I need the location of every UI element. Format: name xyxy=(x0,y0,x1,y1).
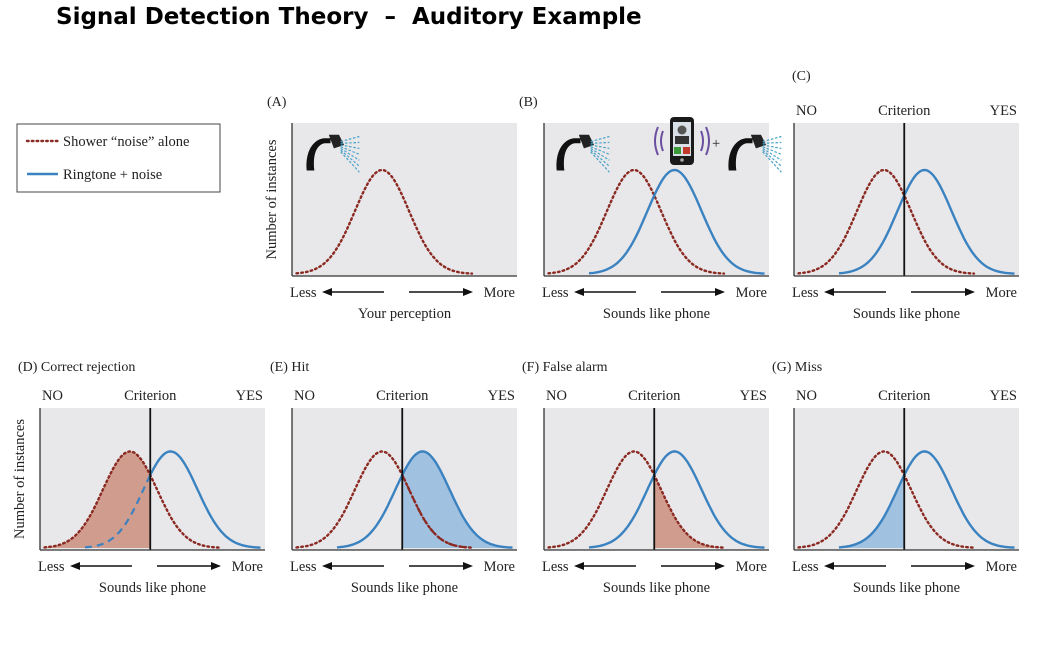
no-label: NO xyxy=(796,103,817,119)
plot-area xyxy=(794,123,1019,276)
y-axis-label: Number of instances xyxy=(264,139,280,259)
y-axis-label: Number of instances xyxy=(12,419,28,539)
right-arrowhead xyxy=(463,288,473,296)
right-arrowhead xyxy=(211,562,221,570)
legend-box xyxy=(16,123,221,193)
yes-label: YES xyxy=(740,388,767,404)
shower-icon xyxy=(306,134,360,173)
shaded-region-false-alarm xyxy=(654,475,724,548)
signal-distribution xyxy=(588,450,765,549)
shower-icon xyxy=(556,134,610,173)
more-label: More xyxy=(986,285,1017,301)
more-label: More xyxy=(736,559,767,575)
plus-sign: + xyxy=(712,136,720,152)
noise-distribution xyxy=(547,168,726,275)
x-axis-label: Sounds like phone xyxy=(853,580,960,596)
panel-label: (E) Hit xyxy=(270,360,309,375)
left-arrowhead xyxy=(322,562,332,570)
legend-noise-label: Shower “noise” alone xyxy=(63,134,189,150)
panel-label: (C) xyxy=(792,69,811,84)
less-label: Less xyxy=(290,285,317,301)
x-axis-label: Sounds like phone xyxy=(351,580,458,596)
more-label: More xyxy=(986,559,1017,575)
panel-label: (F) False alarm xyxy=(522,360,608,375)
left-arrowhead xyxy=(824,562,834,570)
criterion-label: Criterion xyxy=(878,388,931,404)
criterion-label: Criterion xyxy=(628,388,681,404)
panel-label: (D) Correct rejection xyxy=(18,360,135,375)
shaded-region-miss xyxy=(839,475,905,548)
left-arrowhead xyxy=(824,288,834,296)
left-arrowhead xyxy=(574,288,584,296)
signal-distribution xyxy=(336,450,513,549)
criterion-label: Criterion xyxy=(376,388,429,404)
x-axis-label: Your perception xyxy=(358,306,452,322)
noise-distribution xyxy=(295,168,474,275)
less-label: Less xyxy=(38,559,65,575)
x-axis-label: Sounds like phone xyxy=(603,306,710,322)
shower-icon xyxy=(728,134,782,173)
noise-distribution-dashed xyxy=(401,474,472,549)
less-label: Less xyxy=(290,559,317,575)
legend-signal-label: Ringtone + noise xyxy=(63,167,162,183)
x-axis-label: Sounds like phone xyxy=(99,580,206,596)
no-label: NO xyxy=(294,388,315,404)
no-label: NO xyxy=(546,388,567,404)
yes-label: YES xyxy=(488,388,515,404)
shaded-region-hit xyxy=(402,451,513,548)
right-arrowhead xyxy=(715,562,725,570)
more-label: More xyxy=(484,559,515,575)
noise-distribution xyxy=(547,450,726,549)
more-label: More xyxy=(232,559,263,575)
panel-label: (A) xyxy=(267,95,287,110)
less-label: Less xyxy=(792,559,819,575)
less-label: Less xyxy=(542,559,569,575)
noise-distribution xyxy=(43,450,222,549)
legend: Shower “noise” alone Ringtone + noise xyxy=(16,123,221,193)
yes-label: YES xyxy=(990,388,1017,404)
right-arrowhead xyxy=(965,288,975,296)
left-arrowhead xyxy=(70,562,80,570)
yes-label: YES xyxy=(236,388,263,404)
page-title: Signal Detection Theory – Auditory Examp… xyxy=(56,4,642,30)
less-label: Less xyxy=(792,285,819,301)
x-axis-label: Sounds like phone xyxy=(853,306,960,322)
right-arrowhead xyxy=(965,562,975,570)
left-arrowhead xyxy=(322,288,332,296)
signal-distribution xyxy=(588,168,765,275)
panel-label: (B) xyxy=(519,95,538,110)
noise-distribution xyxy=(797,450,976,549)
noise-distribution xyxy=(797,168,976,275)
panel-label: (G) Miss xyxy=(772,360,822,375)
criterion-label: Criterion xyxy=(124,388,177,404)
criterion-label: Criterion xyxy=(878,103,931,119)
signal-distribution xyxy=(838,450,1015,549)
no-label: NO xyxy=(42,388,63,404)
right-arrowhead xyxy=(715,288,725,296)
no-label: NO xyxy=(796,388,817,404)
x-axis-label: Sounds like phone xyxy=(603,580,710,596)
right-arrowhead xyxy=(463,562,473,570)
signal-distribution xyxy=(149,450,261,549)
left-arrowhead xyxy=(574,562,584,570)
yes-label: YES xyxy=(990,103,1017,119)
less-label: Less xyxy=(542,285,569,301)
shaded-region-correct-rejection xyxy=(44,451,151,548)
signal-distribution xyxy=(838,168,1015,275)
phone-icon xyxy=(654,117,710,165)
plot-area xyxy=(292,123,517,276)
signal-distribution-dashed xyxy=(84,474,152,549)
more-label: More xyxy=(736,285,767,301)
more-label: More xyxy=(484,285,515,301)
